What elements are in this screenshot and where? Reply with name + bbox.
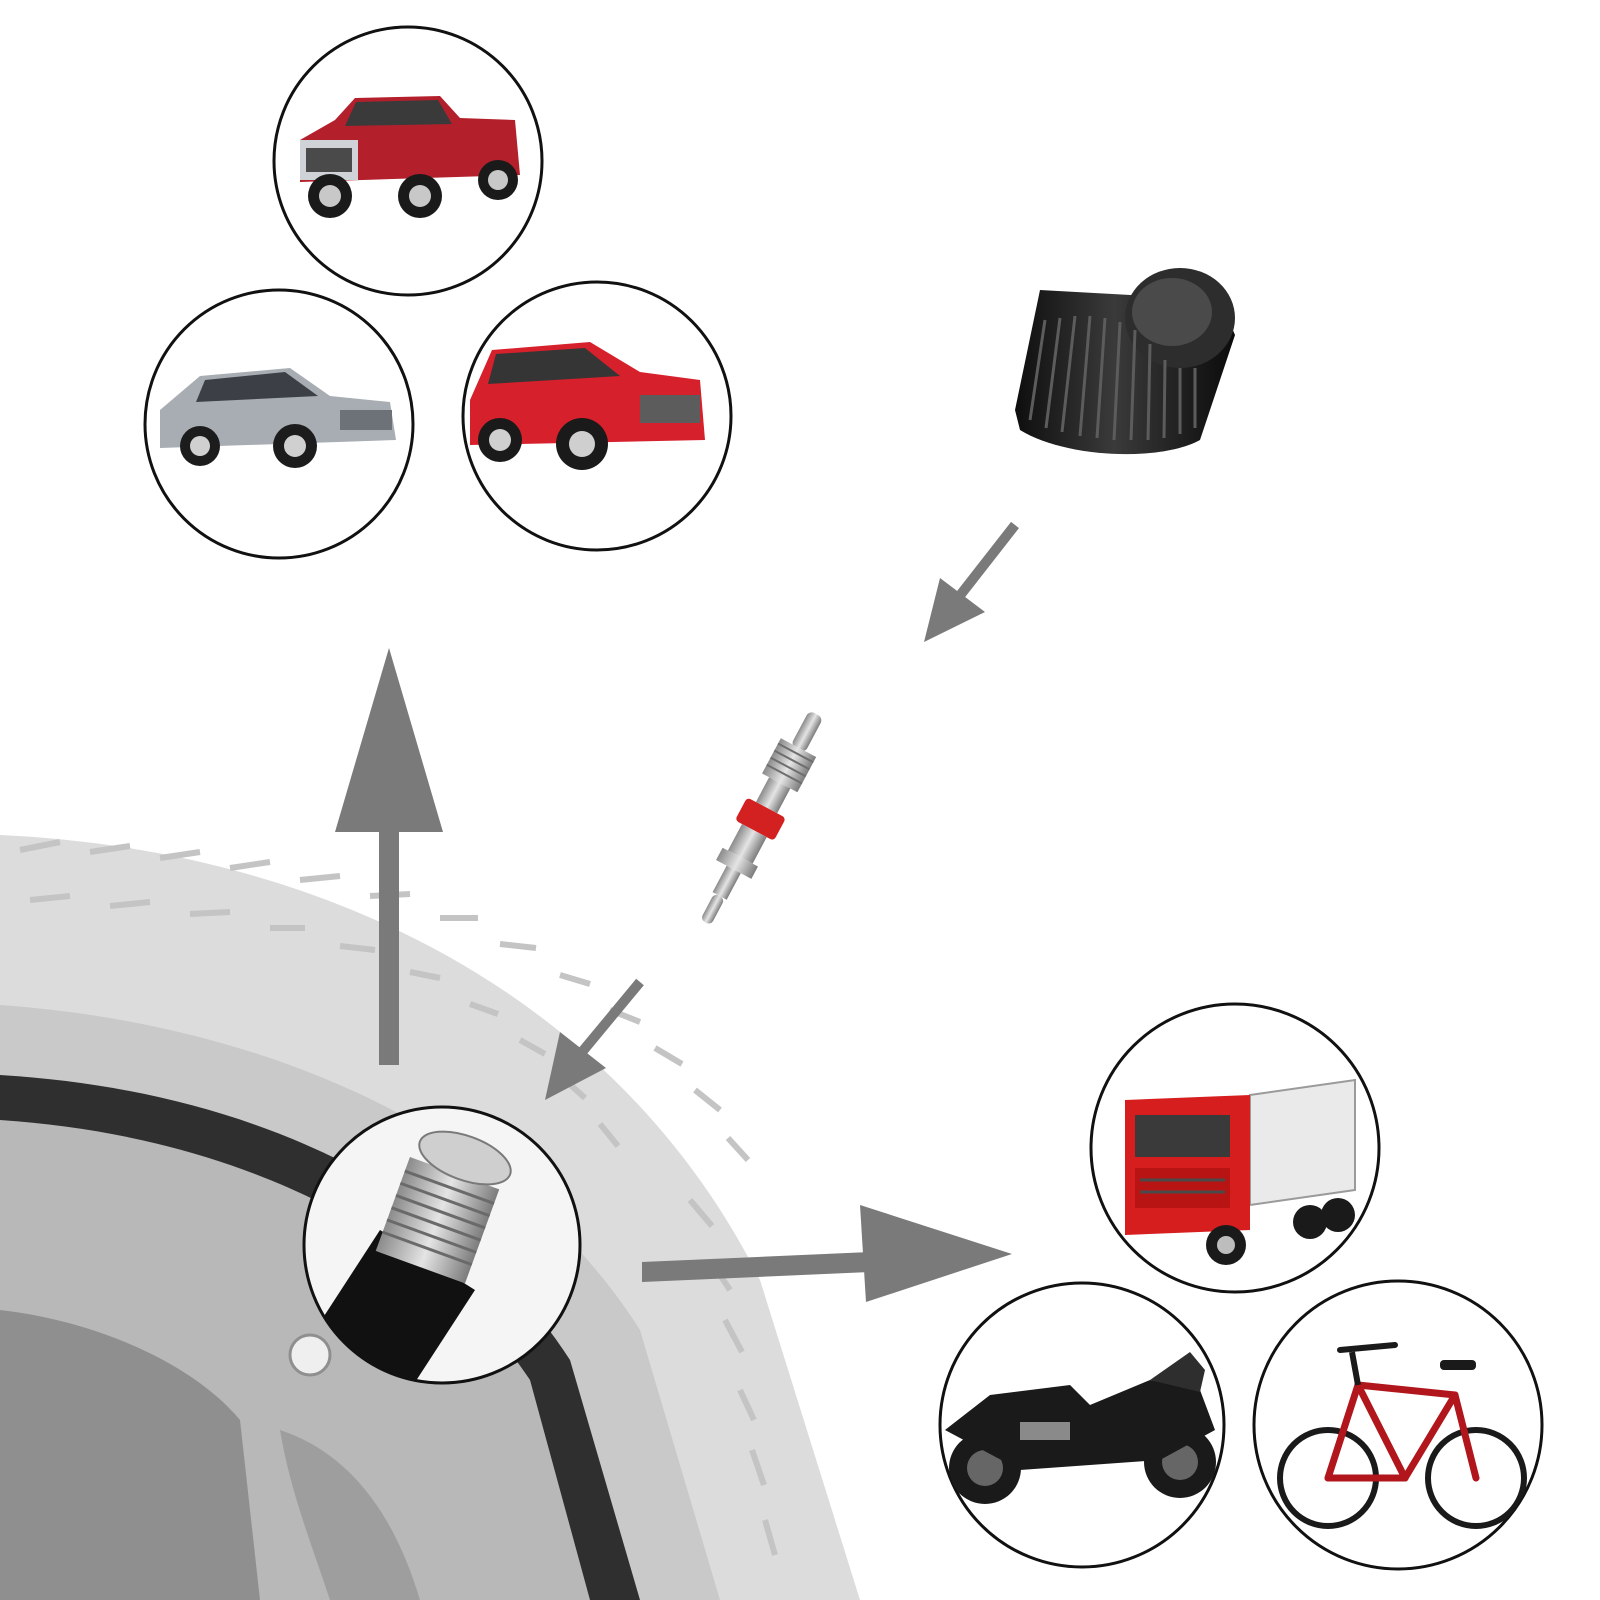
vehicle-circle-suv (461, 280, 733, 552)
arrow-right (642, 1205, 1012, 1302)
vehicle-circle-pickup (272, 25, 544, 297)
arrow-cap-to-core (924, 521, 1019, 642)
vehicle-circle-motorcycle (938, 1281, 1226, 1569)
vehicle-circle-box-truck (1089, 1002, 1381, 1294)
arrow-up (335, 648, 443, 1065)
valve-core-icon (702, 712, 822, 924)
vehicle-circle-sedan (143, 288, 415, 560)
vehicle-circle-bicycle (1252, 1279, 1544, 1571)
arrow-core-to-stem (545, 978, 644, 1100)
pickup-truck-icon (300, 96, 520, 218)
sedan-car-icon (160, 368, 396, 468)
valve-on-rim (288, 1333, 332, 1377)
valve-stem-detail-circle (302, 1105, 582, 1385)
box-truck-icon (1125, 1078, 1356, 1265)
valve-cap-icon (1015, 268, 1235, 455)
rim-spoke (0, 1310, 260, 1600)
motorcycle-icon (945, 1352, 1216, 1504)
rim-spoke (280, 1430, 420, 1600)
bicycle-icon (1277, 1342, 1527, 1529)
suv-car-icon (470, 342, 705, 470)
valve-stem-icon (315, 1130, 512, 1383)
